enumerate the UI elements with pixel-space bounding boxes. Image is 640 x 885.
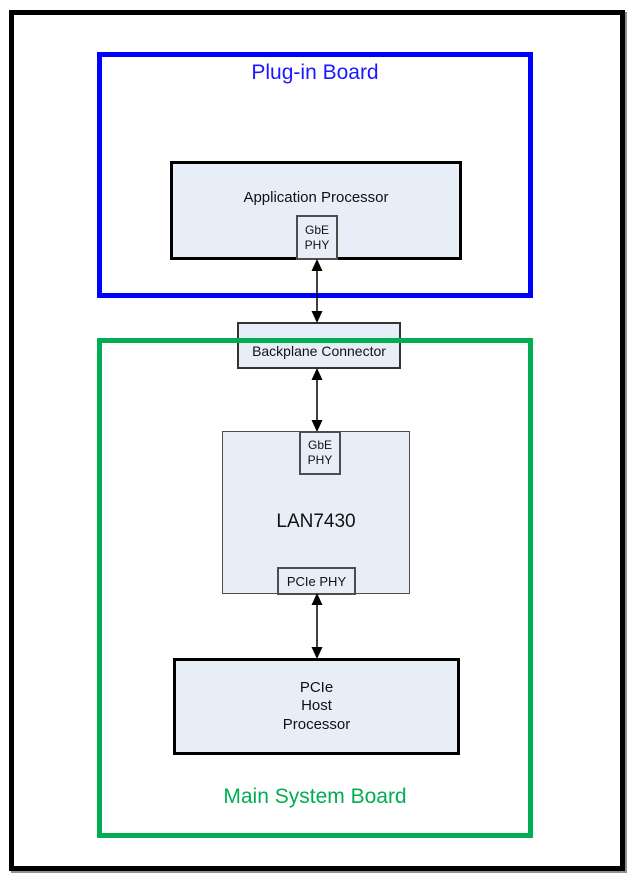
main-system-board-label: Main System Board [223, 785, 407, 808]
lan7430-gbe-phy-block: GbE PHY [299, 431, 341, 475]
backplane-connector-block [237, 322, 401, 369]
pcie-host-processor-label-line1: PCIe [299, 678, 334, 696]
application-processor-label: Application Processor [243, 189, 389, 206]
plug-in-board-label: Plug-in Board [251, 61, 379, 84]
lan7430-label: LAN7430 [276, 511, 356, 532]
application-processor-gbe-phy-label-line1: GbE [304, 222, 329, 237]
application-processor-gbe-phy-block: GbE PHY [296, 215, 338, 260]
bidirectional-arrow-icon [311, 593, 323, 659]
bidirectional-arrow-icon [311, 259, 323, 323]
pcie-host-processor-label-line2: Host [301, 697, 332, 715]
lan7430-gbe-phy-label-line1: GbE [307, 438, 332, 452]
application-processor-gbe-phy-label-line2: PHY [304, 237, 330, 252]
backplane-connector-label: Backplane Connector [252, 343, 386, 359]
pcie-host-processor-label-line3: Processor [282, 715, 351, 733]
bidirectional-arrow-icon [311, 368, 323, 432]
pcie-host-processor-block: PCIe Host Processor [173, 658, 460, 755]
lan7430-pcie-phy-block: PCIe PHY [277, 567, 356, 595]
lan7430-pcie-phy-label: PCIe PHY [286, 573, 347, 589]
application-processor-block [170, 161, 462, 260]
lan7430-gbe-phy-label-line2: PHY [307, 453, 333, 467]
